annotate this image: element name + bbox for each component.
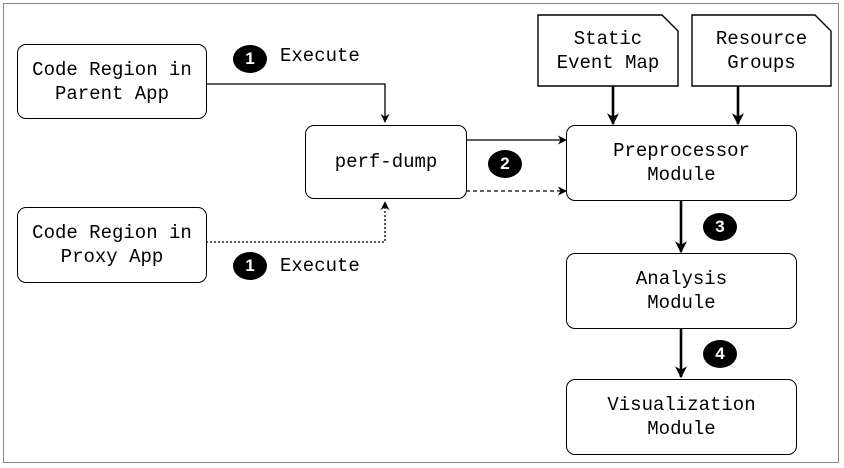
step-3-badge: 3 — [703, 213, 737, 241]
analysis-module-box: Analysis Module — [566, 253, 797, 329]
edge-proxy-to-perfdump — [206, 201, 390, 243]
edge-parent-to-perfdump — [206, 83, 390, 123]
code-region-parent-app: Code Region in Parent App — [17, 44, 207, 119]
static-event-map-shape — [537, 14, 679, 87]
resource-groups-shape — [691, 14, 832, 87]
resource-groups-label: Resource Groups — [715, 28, 808, 74]
step-1-proxy-label: Execute — [280, 255, 360, 277]
step-1-parent-badge: 1 — [233, 45, 267, 73]
step-2-badge: 2 — [488, 150, 522, 178]
code-region-proxy-app: Code Region in Proxy App — [17, 207, 207, 283]
visualization-module-box: Visualization Module — [566, 379, 797, 455]
diagram-frame — [3, 3, 839, 463]
preprocessor-module-box: Preprocessor Module — [566, 125, 797, 201]
step-1-proxy-badge: 1 — [233, 252, 267, 280]
static-event-map-label: Static Event Map — [556, 28, 660, 74]
step-4-badge: 4 — [703, 340, 737, 368]
step-1-parent-label: Execute — [280, 45, 360, 67]
perf-dump-box: perf-dump — [305, 125, 467, 199]
